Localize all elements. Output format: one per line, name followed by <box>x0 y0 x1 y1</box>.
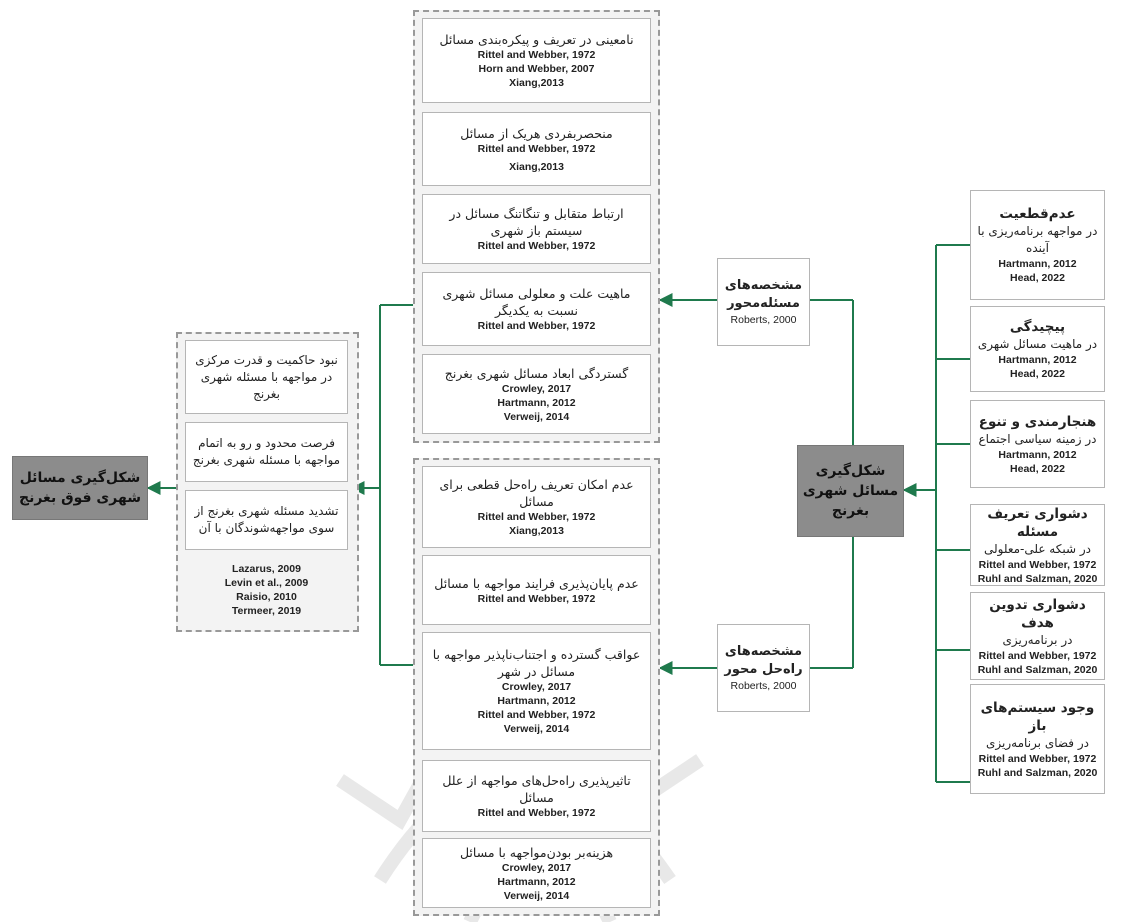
reference: Crowley, 2017 <box>501 382 572 395</box>
feature-node-title: مشخصه‌های راه‌حل محور <box>724 644 803 677</box>
reference: Hartmann, 2012 <box>497 875 576 888</box>
reference: Verweij, 2014 <box>503 723 570 735</box>
problem-item: منحصربفردی هریک از مسائل Rittel and Webb… <box>422 112 651 186</box>
problem-item-text: ارتباط متقابل و تنگاتنگ مسائل در سیستم ب… <box>449 206 624 238</box>
problem-item: ارتباط متقابل و تنگاتنگ مسائل در سیستم ب… <box>422 194 651 264</box>
left-references: Lazarus, 2009 Levin et al., 2009 Raisio,… <box>185 562 348 618</box>
center-node-label: شکل‌گیری مسائل شهری بغرنج <box>802 463 899 519</box>
reference: Hartmann, 2012 <box>998 353 1077 366</box>
right-item-subtitle: در شبکه علی-معلولی <box>983 541 1091 556</box>
reference: Hartmann, 2012 <box>497 396 576 409</box>
reference: Head, 2022 <box>1010 272 1065 284</box>
final-node-label: شکل‌گیری مسائل شهری فوق بغرنج <box>19 470 141 506</box>
right-item-heading: دشواری تدوین هدف <box>989 596 1086 631</box>
reference: Xiang,2013 <box>509 525 564 537</box>
reference: Rittel and Webber, 1972 <box>477 592 596 605</box>
solution-item-text: تاثیرپذیری راه‌حل‌های مواجهه از علل مسائ… <box>442 773 631 805</box>
reference: Raisio, 2010 <box>236 591 297 603</box>
reference: Horn and Webber, 2007 <box>478 63 595 75</box>
reference: Ruhl and Salzman, 2020 <box>977 766 1098 779</box>
reference: Rittel and Webber, 1972 <box>477 49 596 61</box>
reference: Crowley, 2017 <box>501 681 572 693</box>
center-node: شکل‌گیری مسائل شهری بغرنج <box>797 445 904 537</box>
problem-item-text: منحصربفردی هریک از مسائل <box>460 125 613 141</box>
reference: Rittel and Webber, 1972 <box>477 320 596 332</box>
solution-item: عواقب گسترده و اجتناب‌ناپذیر مواجهه با م… <box>422 632 651 750</box>
problem-item-text: گستردگی ابعاد مسائل شهری بغرنج <box>444 365 629 381</box>
reference: Rittel and Webber, 1972 <box>477 709 596 721</box>
right-item-problem-definition: دشواری تعریف مسئله در شبکه علی-معلولی Ri… <box>970 504 1105 586</box>
right-item-uncertainty: عدم‌قطعیت در مواجهه برنامه‌ریزی با آینده… <box>970 190 1105 300</box>
reference: Ruhl and Salzman, 2020 <box>977 663 1098 676</box>
reference: Xiang,2013 <box>509 160 564 173</box>
reference: Rittel and Webber, 1972 <box>477 142 596 155</box>
problem-item: گستردگی ابعاد مسائل شهری بغرنج Crowley, … <box>422 354 651 434</box>
solution-item: عدم امکان تعریف راه‌حل قطعی برای مسائل R… <box>422 466 651 548</box>
right-item-heading: هنجارمندی و تنوع <box>978 413 1097 430</box>
reference: Rittel and Webber, 1972 <box>477 511 596 523</box>
reference: Crowley, 2017 <box>501 861 572 874</box>
reference: Verweij, 2014 <box>503 410 570 423</box>
solution-item-text: عدم امکان تعریف راه‌حل قطعی برای مسائل <box>439 477 634 509</box>
right-item-subtitle: در فضای برنامه‌ریزی <box>986 735 1089 750</box>
reference: Hartmann, 2012 <box>998 258 1077 270</box>
final-node: شکل‌گیری مسائل شهری فوق بغرنج <box>12 456 148 520</box>
reference: Termeer, 2019 <box>231 605 302 617</box>
right-item-normativity: هنجارمندی و تنوع در زمینه سیاسی اجتماع H… <box>970 400 1105 488</box>
right-item-goal-setting: دشواری تدوین هدف در برنامه‌ریزی Rittel a… <box>970 592 1105 680</box>
problem-item: نامعینی در تعریف و پیکره‌بندی مسائل Ritt… <box>422 18 651 103</box>
left-item: فرصت محدود و رو به اتمام مواجهه با مسئله… <box>185 422 348 482</box>
solution-item: هزینه‌بر بودن‌مواجهه با مسائل Crowley, 2… <box>422 838 651 908</box>
solution-oriented-features-node: مشخصه‌های راه‌حل محور Roberts, 2000 <box>717 624 810 712</box>
right-item-heading: پیچیدگی <box>1009 318 1066 335</box>
reference: Rittel and Webber, 1972 <box>978 752 1097 765</box>
problem-item-text: نامعینی در تعریف و پیکره‌بندی مسائل <box>439 32 634 47</box>
problem-item-text: ماهیت علت و معلولی مسائل شهری نسبت به یک… <box>442 286 631 318</box>
reference: Ruhl and Salzman, 2020 <box>977 572 1098 585</box>
left-item: نبود حاکمیت و قدرت مرکزی در مواجهه با مس… <box>185 340 348 414</box>
right-item-complexity: پیچیدگی در ماهیت مسائل شهری Hartmann, 20… <box>970 306 1105 392</box>
reference: Verweij, 2014 <box>503 889 570 902</box>
feature-node-title: مشخصه‌های مسئله‌محور <box>724 278 803 311</box>
right-item-heading: عدم‌قطعیت <box>999 206 1076 222</box>
solution-item-text: عدم پایان‌پذیری فرایند مواجهه با مسائل <box>434 575 639 591</box>
problem-oriented-features-node: مشخصه‌های مسئله‌محور Roberts, 2000 <box>717 258 810 346</box>
problem-item: ماهیت علت و معلولی مسائل شهری نسبت به یک… <box>422 272 651 346</box>
reference: Roberts, 2000 <box>730 314 797 326</box>
right-item-heading: وجود سیستم‌های باز <box>980 699 1095 734</box>
reference: Hartmann, 2012 <box>998 448 1077 461</box>
right-item-subtitle: در برنامه‌ریزی <box>1002 632 1073 647</box>
right-item-heading: دشواری تعریف مسئله <box>987 505 1088 540</box>
right-item-subtitle: در مواجهه برنامه‌ریزی با آینده <box>977 224 1098 255</box>
left-item-text: نبود حاکمیت و قدرت مرکزی در مواجهه با مس… <box>195 352 338 401</box>
reference: Head, 2022 <box>1010 367 1065 380</box>
reference: Lazarus, 2009 <box>232 563 301 575</box>
right-item-subtitle: در ماهیت مسائل شهری <box>977 336 1098 351</box>
reference: Rittel and Webber, 1972 <box>978 558 1097 571</box>
right-item-open-systems: وجود سیستم‌های باز در فضای برنامه‌ریزی R… <box>970 684 1105 794</box>
reference: Rittel and Webber, 1972 <box>477 240 596 252</box>
left-item: تشدید مسئله شهری بغرنج از سوی مواجهه‌شون… <box>185 490 348 550</box>
left-item-text: تشدید مسئله شهری بغرنج از سوی مواجهه‌شون… <box>194 504 339 535</box>
reference: Roberts, 2000 <box>730 680 797 692</box>
left-item-text: فرصت محدود و رو به اتمام مواجهه با مسئله… <box>192 436 341 467</box>
reference: Rittel and Webber, 1972 <box>477 807 596 819</box>
solution-item: عدم پایان‌پذیری فرایند مواجهه با مسائل R… <box>422 555 651 625</box>
reference: Levin et al., 2009 <box>224 577 309 589</box>
right-item-subtitle: در زمینه سیاسی اجتماع <box>978 431 1097 446</box>
reference: Rittel and Webber, 1972 <box>978 649 1097 662</box>
solution-item: تاثیرپذیری راه‌حل‌های مواجهه از علل مسائ… <box>422 760 651 832</box>
solution-item-text: هزینه‌بر بودن‌مواجهه با مسائل <box>459 844 614 860</box>
reference: Head, 2022 <box>1010 462 1065 475</box>
solution-item-text: عواقب گسترده و اجتناب‌ناپذیر مواجهه با م… <box>432 647 641 679</box>
reference: Xiang,2013 <box>509 77 564 89</box>
reference: Hartmann, 2012 <box>497 695 576 707</box>
